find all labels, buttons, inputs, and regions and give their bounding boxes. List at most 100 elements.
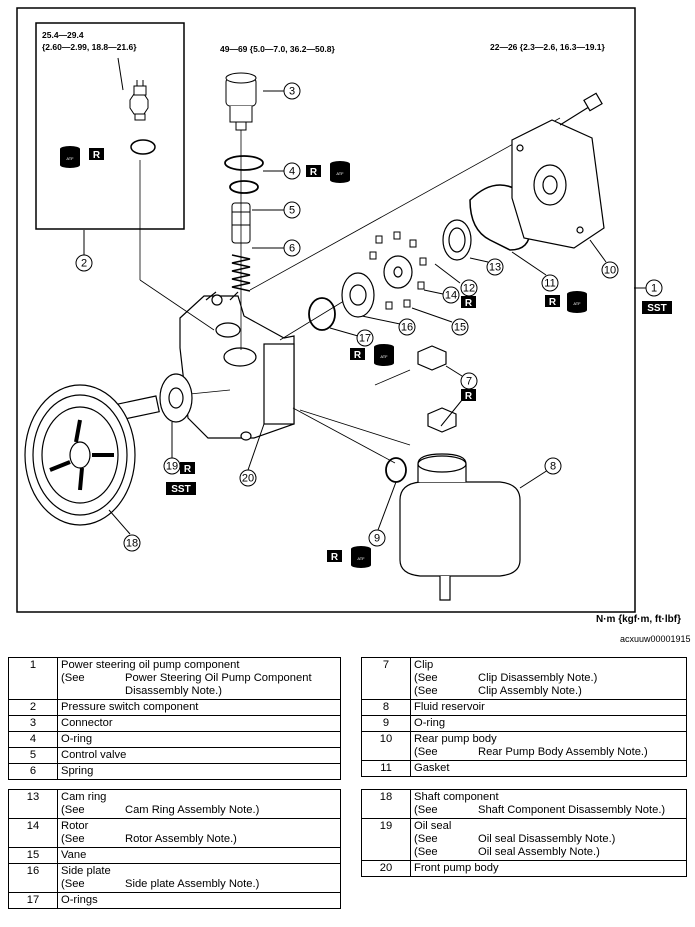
part-name: Clip (414, 659, 434, 671)
part-name: Fluid reservoir (414, 701, 485, 713)
svg-text:7: 7 (466, 376, 472, 388)
svg-text:3: 3 (289, 86, 295, 98)
svg-text:5: 5 (289, 205, 295, 217)
part-number: 7 (361, 657, 411, 700)
note-see: (See (414, 833, 438, 845)
sst-badges: SST SST (166, 301, 672, 495)
part-note: (See Shaft Component Disassembly Note.) (414, 804, 683, 817)
note-see: (See (61, 878, 85, 890)
callout-numbers: 3 4 5 6 2 1 10 11 12 13 14 15 16 17 7 8 … (81, 86, 657, 550)
bolt-part (559, 92, 603, 126)
part-description: O-ring (410, 715, 687, 732)
part-name: O-ring (414, 717, 446, 729)
part-number: 15 (8, 847, 58, 864)
side-plate-part (341, 272, 375, 318)
note-see: (See (414, 746, 438, 758)
part-description: Vane (57, 847, 341, 864)
pressure-switch-part (117, 57, 149, 121)
part-number: 2 (8, 699, 58, 716)
part-name: Connector (61, 717, 113, 729)
svg-text:16: 16 (401, 322, 413, 334)
note-see: (See (414, 672, 438, 684)
note-see: (See (414, 846, 438, 858)
part-name: Pressure switch component (61, 701, 199, 713)
part-description: Pressure switch component (57, 699, 341, 716)
note-ref: Oil seal Assembly Note.) (478, 846, 600, 858)
note-ref: Clip Assembly Note.) (478, 685, 582, 697)
part-description: Shaft component(See Shaft Component Disas… (410, 789, 687, 819)
part-name: Power steering oil pump component (61, 659, 240, 671)
part-description: Control valve (57, 747, 341, 764)
part-number: 18 (361, 789, 411, 819)
part-number: 5 (8, 747, 58, 764)
exploded-view-diagram: R ATF 25.4—29.4 {2.60—2.99, 18.8—21.6} 4… (16, 7, 672, 613)
part-number: 17 (8, 892, 58, 909)
torque-connector: 49—69 {5.0—7.0, 36.2—50.8} (220, 44, 336, 54)
inset-o-ring (130, 139, 156, 155)
part-description: Gasket (410, 760, 687, 777)
part-number: 14 (8, 818, 58, 848)
part-number: 3 (8, 715, 58, 732)
svg-text:17: 17 (359, 333, 371, 345)
part-name: Side plate (61, 865, 111, 877)
note-see: (See (61, 672, 85, 684)
note-ref: Oil seal Disassembly Note.) (478, 833, 616, 845)
pressure-switch-inset (35, 22, 185, 230)
svg-text:11: 11 (544, 278, 555, 290)
part-name: Rear pump body (414, 733, 497, 745)
torque-bolt: 22—26 {2.3—2.6, 16.3—19.1} (490, 42, 606, 52)
note-see: (See (414, 804, 438, 816)
front-pump-body (179, 291, 295, 441)
part-number: 8 (361, 699, 411, 716)
part-name: Shaft component (414, 791, 499, 803)
svg-text:20: 20 (242, 473, 254, 485)
o-ring-9 (385, 457, 407, 483)
svg-text:12: 12 (463, 283, 475, 295)
part-description: Spring (57, 763, 341, 780)
svg-text:2: 2 (81, 258, 87, 270)
rotor-part (383, 255, 413, 289)
connector-part (225, 72, 257, 131)
o-ring-4a (224, 155, 264, 171)
part-number: 6 (8, 763, 58, 780)
vanes-part (369, 231, 427, 310)
part-name: O-rings (61, 894, 98, 906)
part-description: Front pump body (410, 860, 687, 877)
rear-pump-body (511, 119, 605, 249)
part-number: 10 (361, 731, 411, 761)
part-description: Fluid reservoir (410, 699, 687, 716)
part-number: 13 (8, 789, 58, 819)
units-label: N·m {kgf·m, ft·lbf} (596, 614, 681, 625)
part-name: O-ring (61, 733, 93, 745)
part-name: Rotor (61, 820, 89, 832)
svg-text:4: 4 (289, 166, 295, 178)
note-ref: Cam Ring Assembly Note.) (125, 804, 260, 816)
gasket-part (469, 184, 531, 251)
svg-text:14: 14 (445, 290, 457, 302)
note-see: (See (61, 804, 85, 816)
part-number: 11 (361, 760, 411, 777)
part-description: Connector (57, 715, 341, 732)
note-ref: Shaft Component Disassembly Note.) (478, 804, 666, 816)
part-description: O-rings (57, 892, 341, 909)
torque-pressure-switch-l1: 25.4—29.4 (42, 30, 84, 40)
